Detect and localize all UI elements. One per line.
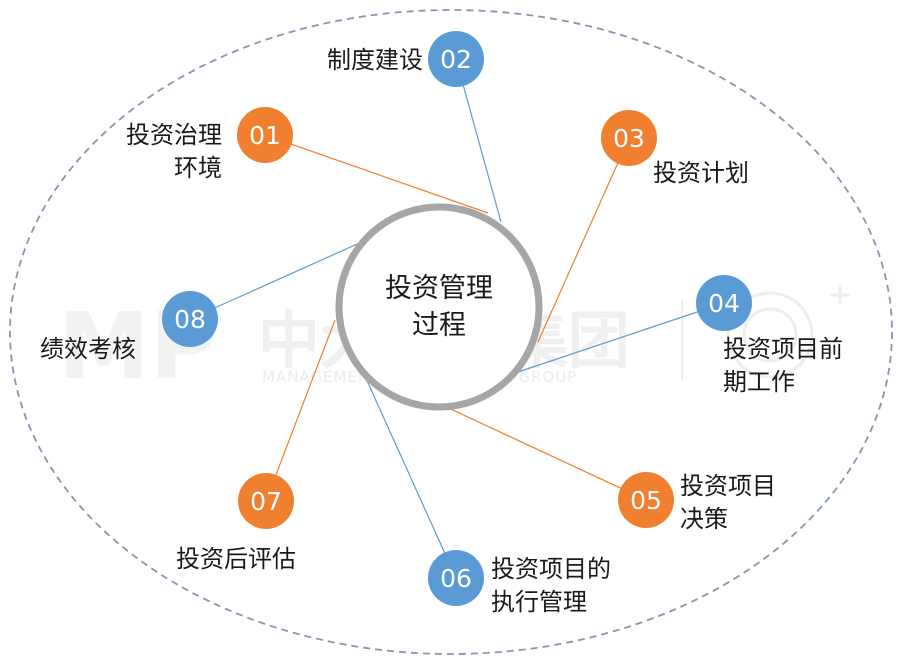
node-label-07-line1: 投资后评估 xyxy=(176,545,296,573)
node-circle-04 xyxy=(696,275,752,331)
node-label-01-line1: 投资治理 xyxy=(126,121,222,149)
node-03: 03 投资计划 xyxy=(601,110,749,187)
connector-line-05 xyxy=(439,403,647,501)
node-label-02-line1: 制度建设 xyxy=(327,46,423,74)
center-node: 投资管理 过程 xyxy=(335,203,543,411)
node-07: 07 投资后评估 xyxy=(176,473,296,573)
node-label-01-line2: 环境 xyxy=(174,154,222,182)
connector-line-06 xyxy=(363,373,457,579)
node-circle-07 xyxy=(238,473,294,529)
center-label-line2: 过程 xyxy=(412,310,466,341)
center-circle xyxy=(335,203,543,411)
node-number-04: 04 xyxy=(708,289,740,318)
node-circle-02 xyxy=(428,31,484,87)
node-number-01: 01 xyxy=(249,121,281,150)
connector-line-04 xyxy=(511,302,725,375)
connector-line-01 xyxy=(264,134,489,214)
node-number-03: 03 xyxy=(613,124,645,153)
connector-line-07 xyxy=(265,319,336,502)
node-label-04-line2: 期工作 xyxy=(723,368,795,396)
node-label-03-line1: 投资计划 xyxy=(653,159,749,187)
connector-line-02 xyxy=(455,58,502,223)
node-number-07: 07 xyxy=(250,487,282,516)
center-label-line1: 投资管理 xyxy=(385,273,493,304)
connector-lines xyxy=(189,58,725,579)
outer-ring xyxy=(9,9,893,655)
node-number-05: 05 xyxy=(630,486,662,515)
node-08: 08 绩效考核 xyxy=(40,291,218,363)
node-circle-03 xyxy=(601,110,657,166)
node-label-06-line2: 执行管理 xyxy=(491,588,587,616)
node-number-08: 08 xyxy=(174,305,206,334)
node-number-06: 06 xyxy=(440,564,472,593)
node-label-06-line1: 投资项目的 xyxy=(491,555,611,583)
node-circle-08 xyxy=(162,291,218,347)
node-label-05-line1: 投资项目 xyxy=(680,472,776,500)
node-02: 02 制度建设 xyxy=(327,31,484,87)
node-label-05-line2: 决策 xyxy=(680,505,728,533)
node-circle-05 xyxy=(618,472,674,528)
node-label-08-line1: 绩效考核 xyxy=(40,335,136,363)
connector-line-03 xyxy=(537,137,630,343)
watermark-emblem-icon xyxy=(726,285,850,379)
node-number-02: 02 xyxy=(440,45,472,74)
node-label-04-line1: 投资项目前 xyxy=(723,335,843,363)
connector-line-08 xyxy=(189,240,365,320)
node-circle-06 xyxy=(428,550,484,606)
node-circle-01 xyxy=(237,107,293,163)
